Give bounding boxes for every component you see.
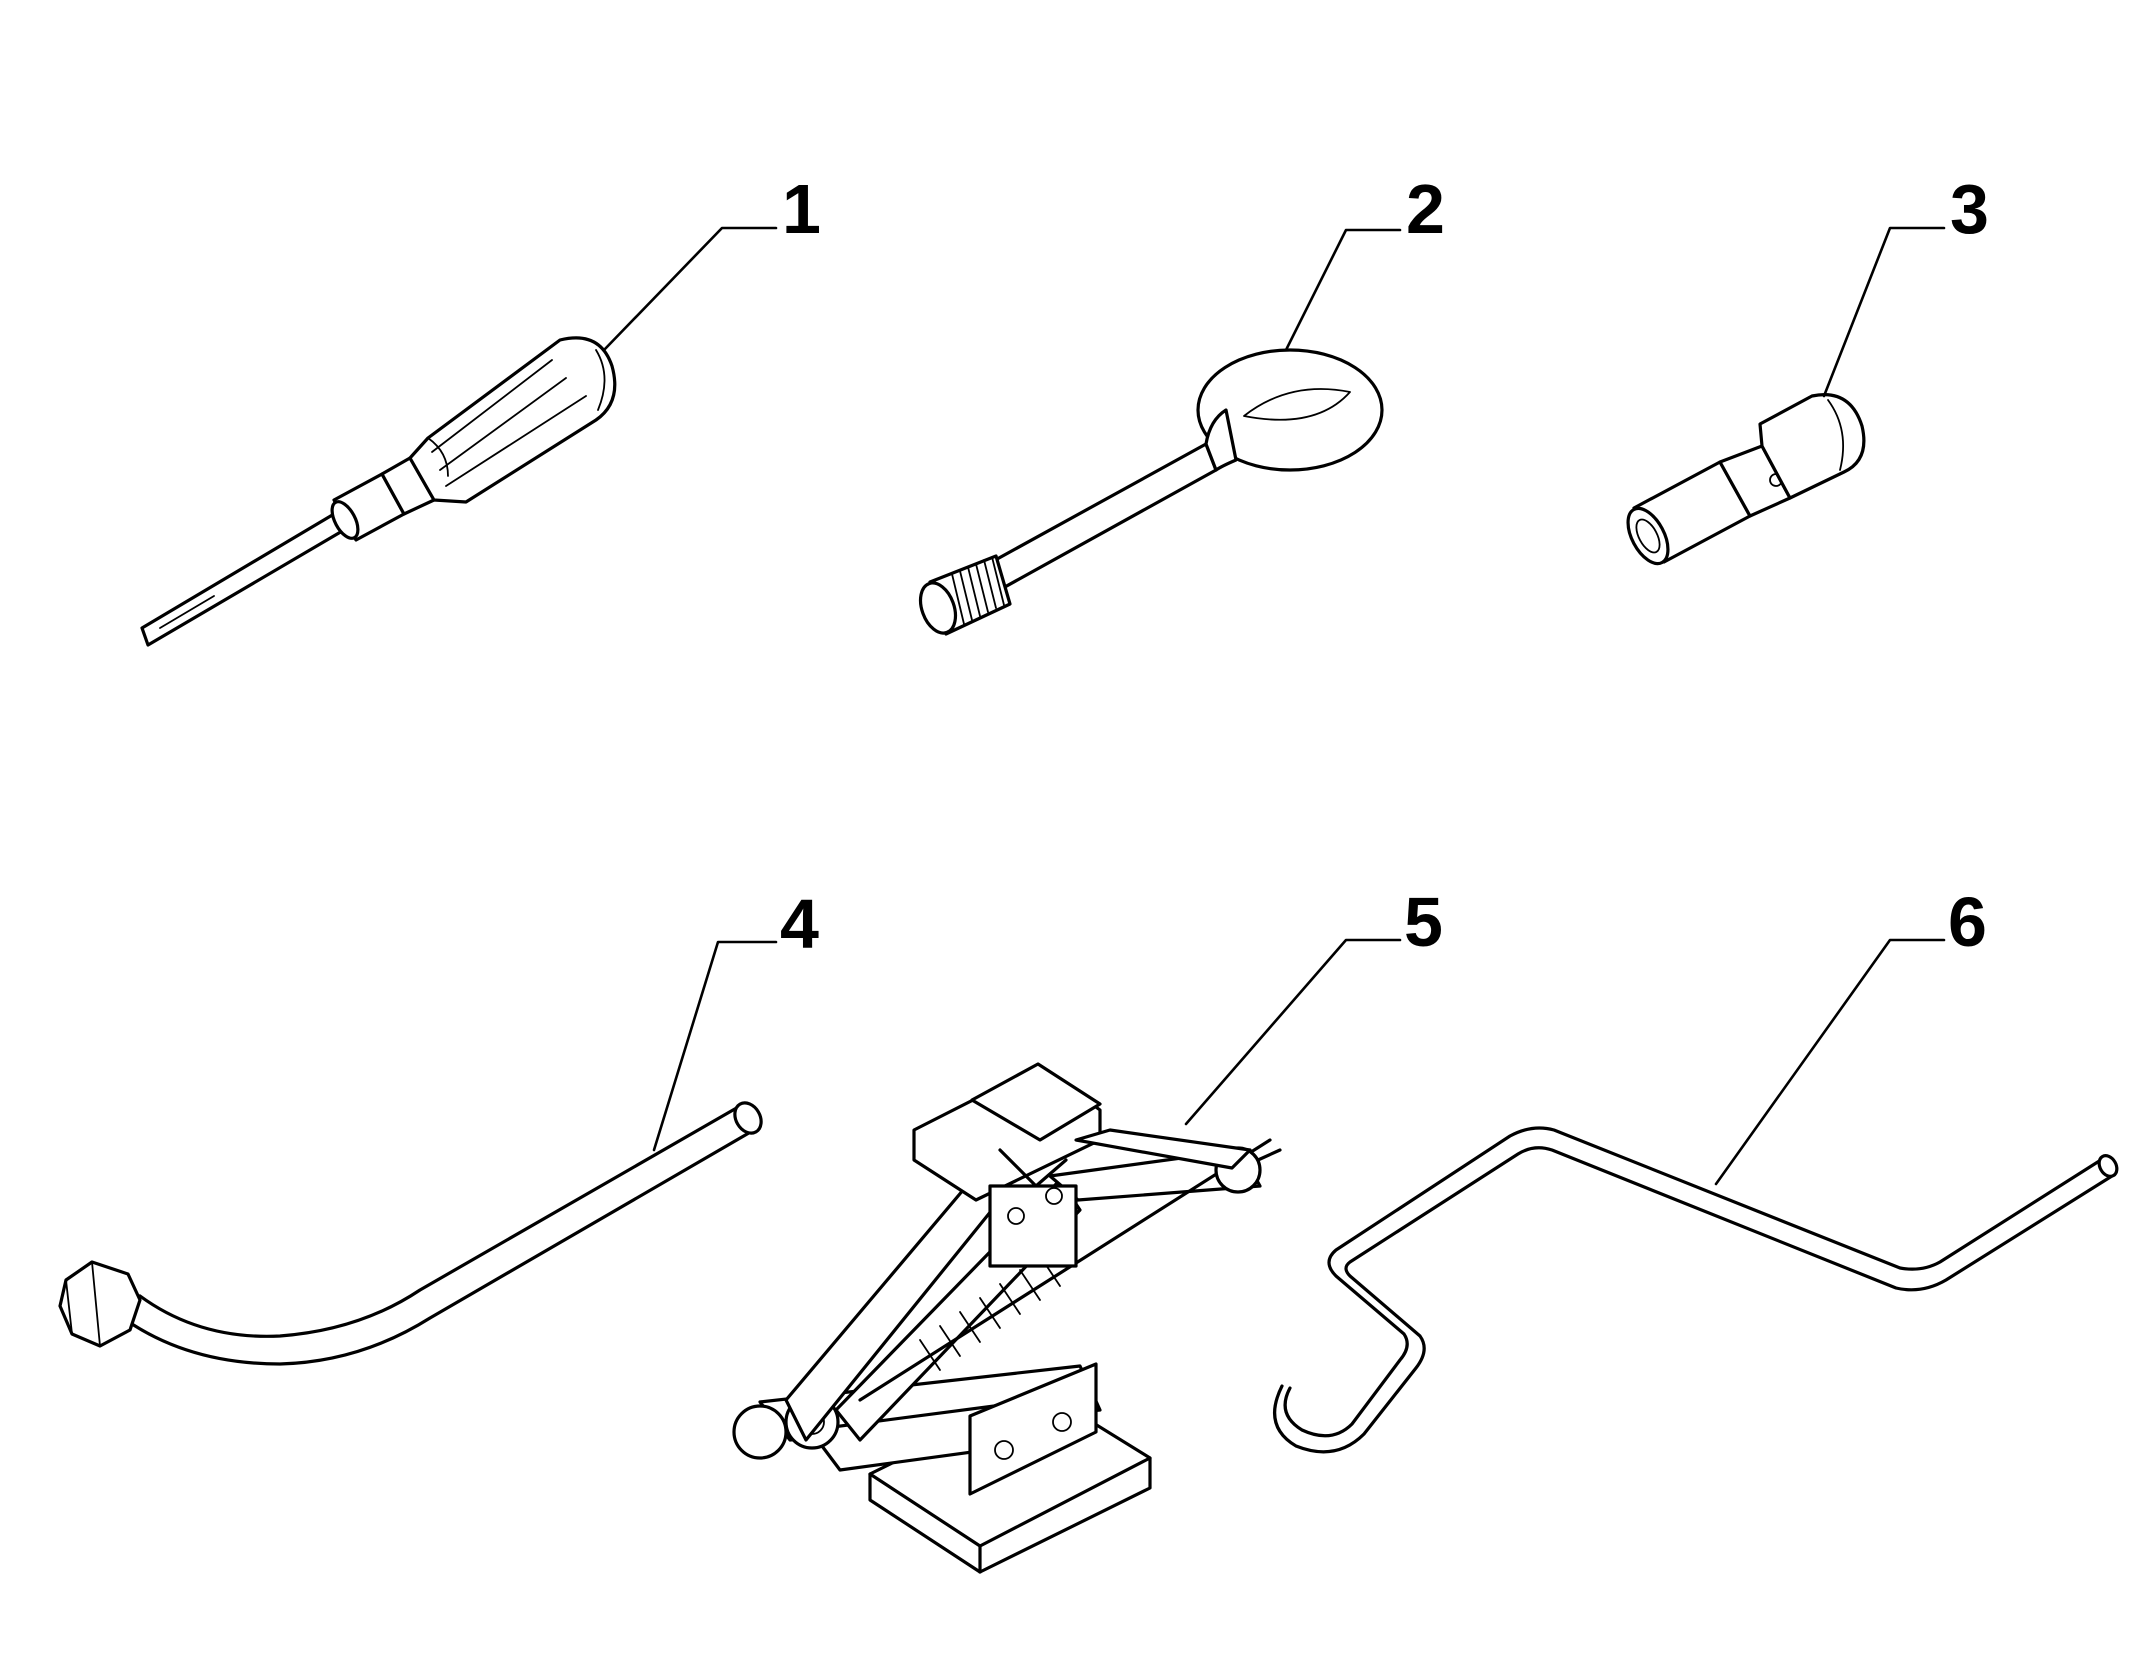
callout-number-4: 4 — [780, 885, 819, 963]
wheel-wrench-icon — [58, 1101, 763, 1366]
callout-number-2: 2 — [1406, 170, 1445, 248]
towing-eye-icon — [918, 348, 1384, 636]
callout-number-5: 5 — [1404, 883, 1443, 961]
scissor-jack-icon — [732, 1062, 1282, 1574]
jack-crank-icon — [1273, 1126, 2119, 1454]
callout-number-3: 3 — [1950, 170, 1989, 248]
callout-number-6: 6 — [1948, 883, 1987, 961]
callout-1: 1 — [602, 170, 821, 352]
callout-number-1: 1 — [782, 170, 821, 248]
callout-3: 3 — [1822, 170, 1989, 398]
socket-adapter-icon — [1626, 393, 1866, 566]
callout-5: 5 — [1184, 883, 1443, 1126]
callout-4: 4 — [652, 885, 819, 1152]
screwdriver-icon — [140, 336, 617, 647]
callout-2: 2 — [1284, 170, 1445, 352]
callout-6: 6 — [1714, 883, 1987, 1186]
